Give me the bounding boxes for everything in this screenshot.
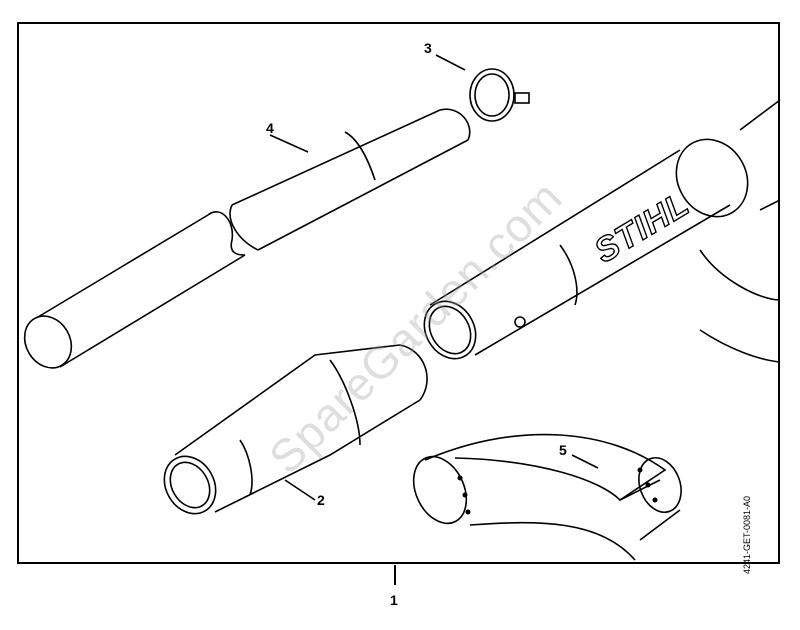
part-2-nozzle <box>163 344 428 515</box>
assembly-frame <box>17 22 780 564</box>
part-4-tube <box>23 108 471 369</box>
callout-1: 1 <box>390 592 398 608</box>
callout-3: 3 <box>424 40 432 56</box>
part-3-clamp <box>469 68 530 122</box>
callout-4: 4 <box>266 120 274 136</box>
leader-3 <box>435 54 466 71</box>
blower-tube <box>423 99 781 363</box>
callout-5: 5 <box>559 442 567 458</box>
leader-4 <box>269 134 309 153</box>
drawing-code: 4241-GET-0081-A0 <box>742 495 752 574</box>
leader-5 <box>571 454 599 469</box>
part-5-elbow <box>412 433 682 561</box>
leader-2 <box>284 479 316 501</box>
callout-2: 2 <box>317 492 325 508</box>
